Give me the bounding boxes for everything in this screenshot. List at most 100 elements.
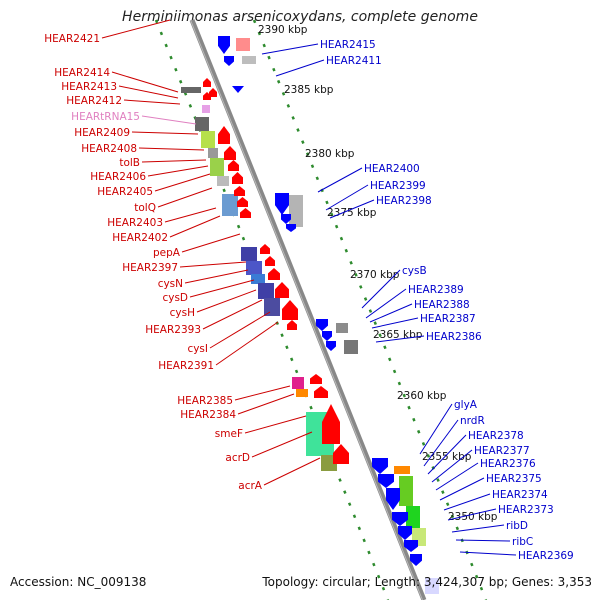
leader-line	[419, 403, 453, 455]
leader-line	[447, 508, 497, 521]
gene-block	[264, 298, 280, 316]
leader-line	[275, 59, 325, 77]
gene-label: HEAR2421	[44, 33, 100, 45]
leader-line	[459, 551, 517, 556]
gene-label: HEAR2415	[320, 39, 376, 51]
gene-label: HEAR2391	[158, 360, 214, 372]
leader-line	[181, 233, 241, 253]
gene-arrow	[310, 374, 322, 384]
leader-line	[431, 449, 473, 483]
gene-label: ribD	[506, 520, 528, 532]
gene-arrow	[326, 341, 336, 351]
gene-label: HEAR2388	[414, 299, 470, 311]
gene-label: HEAR2374	[492, 489, 548, 501]
gene-label: HEAR2375	[486, 473, 542, 485]
gene-label: cysI	[187, 343, 208, 355]
leader-line	[154, 173, 211, 192]
gene-block	[217, 176, 229, 186]
gene-label: HEARtRNA15	[71, 111, 140, 123]
gene-arrow	[203, 92, 211, 100]
gene-label: pepA	[153, 247, 181, 259]
leader-line	[101, 19, 171, 39]
gene-label: HEAR2399	[370, 180, 426, 192]
leader-line	[375, 335, 425, 343]
gene-label: HEAR2384	[180, 409, 236, 421]
leader-line	[215, 321, 279, 366]
kbp-mark: 2370 kbp	[350, 269, 400, 281]
gene-label: tolQ	[134, 202, 156, 214]
gene-label: HEAR2406	[90, 171, 146, 183]
gene-block	[289, 195, 303, 227]
leader-line	[184, 269, 249, 284]
gene-block	[399, 476, 413, 506]
leader-line	[439, 477, 485, 501]
gene-arrow	[237, 197, 248, 207]
gene-arrow	[232, 86, 244, 93]
kbp-mark: 2380 kbp	[305, 148, 355, 160]
gene-arrow	[275, 193, 289, 215]
gene-block	[394, 466, 410, 474]
gene-label: HEAR2408	[81, 143, 137, 155]
leader-line	[118, 85, 179, 99]
leader-line	[251, 431, 313, 458]
gene-label: HEAR2398	[376, 195, 432, 207]
gene-label: HEAR2412	[66, 95, 122, 107]
gene-block	[195, 117, 209, 131]
leader-line	[361, 269, 401, 309]
gene-arrow	[224, 146, 236, 160]
gene-arrow	[314, 386, 328, 398]
gene-block	[210, 158, 224, 176]
leader-line	[164, 207, 217, 223]
gene-arrow	[322, 331, 332, 341]
kbp-mark: 2350 kbp	[448, 511, 498, 523]
gene-label: HEAR2409	[74, 127, 130, 139]
gene-arrow	[260, 244, 270, 254]
gene-label: HEAR2397	[122, 262, 178, 274]
gene-block	[344, 340, 358, 354]
leader-line	[202, 299, 263, 330]
gene-label: cysB	[402, 265, 427, 277]
gene-arrow	[410, 554, 422, 566]
leader-line	[179, 261, 247, 268]
gene-arrow	[232, 172, 243, 184]
leader-line	[141, 159, 207, 163]
gene-arrow	[322, 404, 340, 444]
gene-block	[292, 377, 304, 389]
gene-block	[336, 323, 348, 333]
gene-arrow	[372, 458, 388, 474]
gene-arrow	[386, 488, 400, 510]
gene-label: HEAR2387	[420, 313, 476, 325]
kbp-mark: 2390 kbp	[258, 24, 308, 36]
gene-arrow	[398, 526, 412, 540]
leader-line	[209, 311, 271, 349]
leader-line	[329, 199, 375, 219]
gene-block	[208, 148, 218, 158]
leader-line	[157, 187, 213, 208]
leader-line	[371, 317, 419, 329]
gene-label: HEAR2402	[112, 232, 168, 244]
genome-title: Herminiimonas arsenicoxydans, complete g…	[122, 9, 478, 25]
leader-line	[263, 457, 321, 486]
gene-arrow	[282, 300, 298, 320]
gene-arrow	[404, 540, 418, 552]
leader-line	[451, 524, 505, 533]
leader-line	[369, 303, 413, 323]
gene-arrow	[265, 256, 275, 266]
gene-label: HEAR2385	[177, 395, 233, 407]
gene-label: HEAR2411	[326, 55, 382, 67]
gene-label: glyA	[454, 399, 478, 411]
gene-label: HEAR2376	[480, 458, 536, 470]
leader-line	[427, 434, 467, 475]
gene-label: HEAR2414	[54, 67, 110, 79]
gene-arrow	[203, 78, 211, 87]
gene-label: HEAR2403	[107, 217, 163, 229]
gene-label: HEAR2386	[426, 331, 482, 343]
leader-line	[244, 415, 307, 434]
gene-arrow	[218, 126, 230, 144]
leader-line	[455, 539, 511, 542]
leader-line	[317, 167, 363, 193]
leader-line	[435, 462, 479, 491]
kbp-mark: 2355 kbp	[422, 451, 472, 463]
gene-arrow	[287, 320, 297, 330]
